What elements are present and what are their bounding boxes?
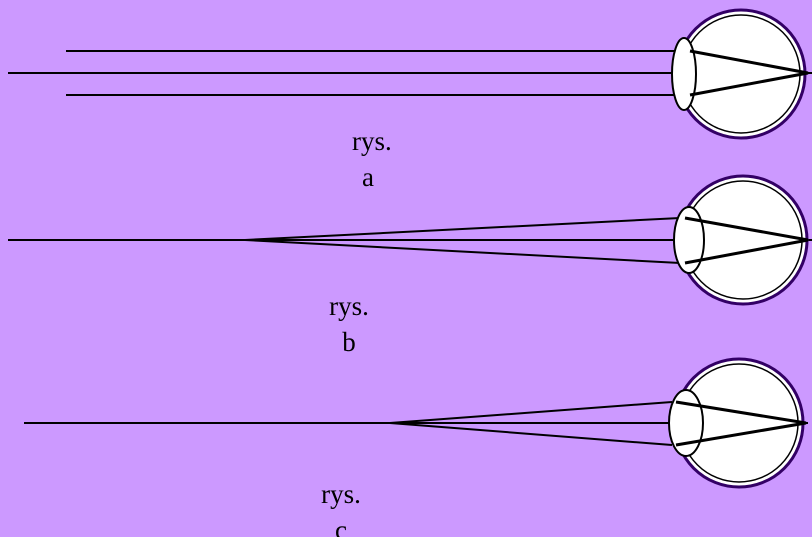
caption-a: rys. a [352, 123, 392, 195]
eye-diagram-c [24, 357, 808, 489]
caption-b: rys. b [328, 288, 370, 360]
lens [673, 206, 705, 274]
refracted-ray-bottom [675, 421, 807, 447]
incoming-ray-top [244, 217, 681, 241]
refracted-ray-bottom [689, 71, 809, 97]
incoming-ray-top [389, 401, 673, 424]
caption-c: rys. c [320, 476, 362, 537]
caption-b-line1: rys. [329, 291, 369, 321]
caption-b-line2: b [342, 327, 356, 357]
caption-a-line1: rys. [352, 126, 392, 156]
refracted-ray-top [689, 49, 809, 75]
refracted-ray-top [684, 216, 809, 242]
incoming-ray-bottom [244, 239, 681, 264]
caption-a-line2: a [362, 162, 374, 192]
lens [671, 37, 697, 111]
incoming-ray-bottom [389, 422, 673, 446]
refracted-ray-top [675, 400, 807, 425]
eye-diagram-a [8, 8, 812, 140]
caption-c-line1: rys. [321, 479, 361, 509]
lens [668, 389, 704, 457]
refracted-ray-bottom [684, 238, 809, 265]
eye-diagram-b [8, 174, 812, 306]
caption-c-line2: c [335, 515, 347, 537]
